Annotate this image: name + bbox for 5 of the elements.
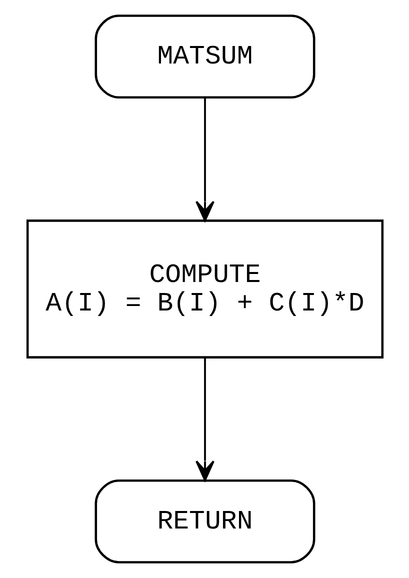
node-box: RETURN	[94, 480, 315, 564]
node-box: COMPUTE A(I) = B(I) + C(I)*D	[26, 220, 384, 358]
arrow	[195, 358, 214, 482]
node-box: MATSUM	[94, 14, 315, 98]
arrow	[195, 98, 214, 222]
